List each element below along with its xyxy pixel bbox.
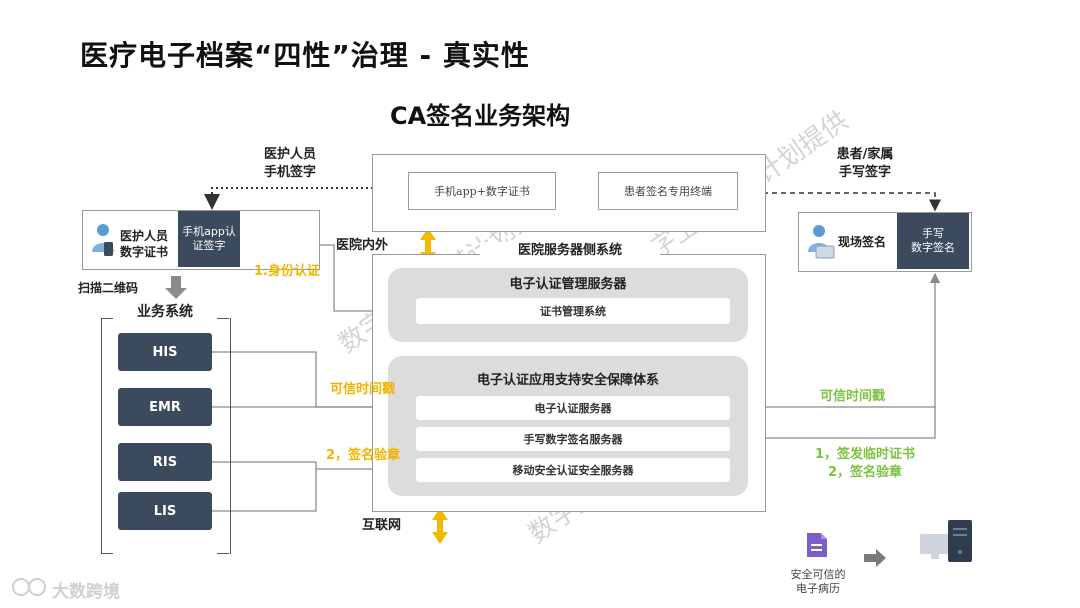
patient-terminal-box: 患者签名专用终端 [598, 172, 738, 210]
brand-logo-icon [10, 576, 50, 598]
verify-left-label: 2，签名验章 [326, 448, 401, 463]
doctor-card-label: 医护人员数字证书 [120, 229, 169, 259]
scan-arrow [165, 276, 187, 299]
handwrite-digital-sign-block: 手写数字签名 [897, 213, 969, 269]
doctor-phone-sign-label: 医护人员手机签字 [263, 147, 316, 180]
server-system-title: 医院服务器侧系统 [480, 242, 660, 260]
identity-auth-label: 1.身份认证 [254, 264, 320, 279]
app-certificate-box: 手机app+数字证书 [408, 172, 556, 210]
scan-qrcode-label: 扫描二维码 [78, 281, 139, 295]
dotted-connector-left [204, 187, 408, 210]
handwrite-sign-server-bar: 手写数字签名服务器 [416, 427, 730, 451]
brand-name: 大数跨境 [52, 582, 120, 602]
trusted-emr-label: 安全可信的电子病历 [790, 568, 846, 595]
bracket-bottom-right [217, 553, 229, 554]
signer-icon [806, 222, 836, 260]
doctor-icon [90, 222, 116, 258]
mobile-auth-server-bar: 移动安全认证安全服务器 [416, 458, 730, 482]
timestamp-right-label: 可信时间戳 [820, 389, 886, 404]
security-support-title: 电子认证应用支持安全保障体系 [476, 373, 659, 388]
system-his: HIS [118, 333, 212, 371]
signature-right-connector [730, 407, 936, 439]
bracket-top-right [217, 318, 229, 319]
document-icon [806, 532, 828, 558]
computer-server-icon [918, 518, 974, 564]
cert-mgmt-system-bar: 证书管理系统 [416, 298, 730, 324]
timestamp-left-label: 可信时间戳 [330, 382, 396, 397]
footer-arrow [864, 549, 886, 567]
dashed-connector-right [736, 192, 941, 212]
ris-connector [212, 461, 416, 475]
diagram-title: CA签名业务架构 [390, 102, 571, 130]
business-systems-bracket [101, 318, 231, 554]
hospital-inout-label: 医院内外 [336, 238, 389, 253]
system-ris: RIS [118, 443, 212, 481]
cert-mgmt-title: 电子认证管理服务器 [509, 277, 627, 292]
auth-server-bar: 电子认证服务器 [416, 396, 730, 420]
patient-handwrite-label: 患者/家属手写签字 [836, 147, 894, 180]
system-lis: LIS [118, 492, 212, 530]
bracket-top-left [101, 318, 113, 319]
internet-label: 互联网 [362, 518, 402, 533]
internet-arrow [432, 508, 448, 544]
lis-connector [212, 469, 317, 512]
page-title: 医疗电子档案“四性”治理 - 真实性 [80, 39, 530, 72]
onsite-sign-label: 现场签名 [838, 235, 887, 249]
business-systems-title: 业务系统 [115, 303, 215, 321]
system-emr: EMR [118, 388, 212, 426]
app-auth-sign-block: 手机app认证签字 [178, 211, 240, 267]
bracket-bottom-left [101, 553, 113, 554]
